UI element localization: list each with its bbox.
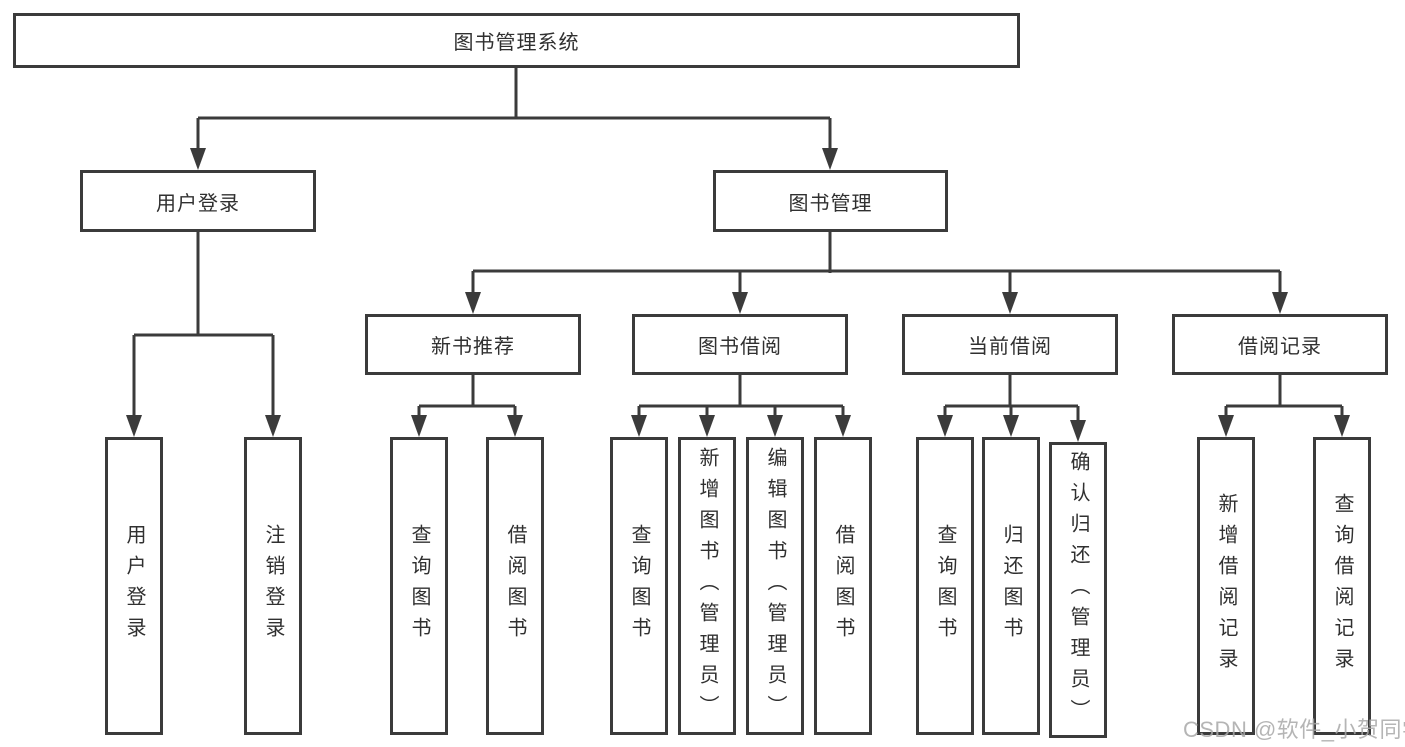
- node-book-borrow: 图书借阅: [632, 314, 848, 375]
- connector-g3-leaf1-drop: [943, 406, 947, 417]
- connector-g1-leaf2-drop: [513, 406, 517, 417]
- arrowhead-g2-leaf3: [767, 415, 783, 437]
- arrowhead-login-leaf1: [126, 415, 142, 437]
- connector-root-rail: [198, 116, 830, 120]
- connector-g4-leaf2-drop: [1340, 406, 1344, 417]
- node-user-login: 用户登录: [80, 170, 316, 232]
- node-current-borrow-label: 当前借阅: [968, 336, 1052, 358]
- leaf-current-query-book-label: 查询图书: [934, 524, 956, 648]
- connector-g2-leaf1-drop: [637, 406, 641, 417]
- leaf-recommend-query-book-label: 查询图书: [408, 524, 430, 648]
- arrowhead-g2-leaf1: [631, 415, 647, 437]
- leaf-borrow-borrow-book-label: 借阅图书: [832, 524, 854, 648]
- arrowhead-g3-leaf2: [1003, 415, 1019, 437]
- connector-g3-leaf3-drop: [1076, 406, 1080, 422]
- leaf-borrow-query-book-label: 查询图书: [628, 524, 650, 648]
- arrowhead-g4-leaf2: [1334, 415, 1350, 437]
- node-book-manage-label: 图书管理: [788, 192, 873, 215]
- leaf-current-confirm-return-admin-label: 确认归还（管理员）: [1067, 450, 1089, 730]
- connector-group2-stub: [738, 375, 742, 407]
- leaf-current-confirm-return-admin: 确认归还（管理员）: [1049, 442, 1107, 738]
- arrowhead-group2: [732, 292, 748, 314]
- leaf-logout-label: 注销登录: [262, 524, 284, 648]
- node-current-borrow: 当前借阅: [902, 314, 1118, 375]
- arrowhead-login-leaf2: [265, 415, 281, 437]
- leaf-borrow-borrow-book: 借阅图书: [814, 437, 872, 735]
- arrowhead-g2-leaf2: [699, 415, 715, 437]
- leaf-current-query-book: 查询图书: [916, 437, 974, 735]
- leaf-recommend-query-book: 查询图书: [390, 437, 448, 735]
- node-book-borrow-label: 图书借阅: [698, 336, 782, 358]
- leaf-borrow-query-book: 查询图书: [610, 437, 668, 735]
- connector-group1-stub: [471, 375, 475, 407]
- leaf-records-query-record: 查询借阅记录: [1313, 437, 1371, 735]
- arrowhead-group1: [465, 292, 481, 314]
- connector-group3-stub: [1008, 375, 1012, 407]
- arrowhead-login: [190, 148, 206, 170]
- connector-g2-leaf4-drop: [841, 406, 845, 417]
- node-borrow-records: 借阅记录: [1172, 314, 1388, 375]
- node-book-manage: 图书管理: [713, 170, 948, 232]
- arrowhead-group3: [1002, 292, 1018, 314]
- leaf-borrow-edit-book-admin: 编辑图书（管理员）: [746, 437, 804, 735]
- connector-root-stub: [514, 68, 518, 119]
- arrowhead-g2-leaf4: [835, 415, 851, 437]
- node-new-book-recommend: 新书推荐: [365, 314, 581, 375]
- connector-g4-leaf1-drop: [1224, 406, 1228, 417]
- arrowhead-manage: [822, 148, 838, 170]
- connector-g2-leaf2-drop: [705, 406, 709, 417]
- connector-group4-stub: [1278, 375, 1282, 407]
- connector-manage-rail: [473, 269, 1280, 273]
- node-new-book-recommend-label: 新书推荐: [431, 336, 515, 358]
- leaf-borrow-add-book-admin-label: 新增图书（管理员）: [696, 446, 718, 726]
- connector-login-leaf1-drop: [132, 335, 136, 417]
- connector-manage-stub: [828, 232, 832, 273]
- arrowhead-g3-leaf1: [937, 415, 953, 437]
- arrowhead-group4: [1272, 292, 1288, 314]
- leaf-records-add-record: 新增借阅记录: [1197, 437, 1255, 735]
- csdn-watermark: CSDN @软件_小贺同学: [1183, 717, 1405, 742]
- connector-login-stub: [196, 232, 200, 335]
- leaf-recommend-borrow-book-label: 借阅图书: [504, 524, 526, 648]
- arrowhead-g3-leaf3: [1070, 420, 1086, 442]
- connector-group2-drop: [738, 271, 742, 294]
- connector-group2-rail: [639, 404, 843, 408]
- leaf-borrow-add-book-admin: 新增图书（管理员）: [678, 437, 736, 735]
- connector-group1-rail: [419, 404, 515, 408]
- connector-group4-rail: [1226, 404, 1342, 408]
- node-root-label: 图书管理系统: [453, 32, 580, 54]
- leaf-logout: 注销登录: [244, 437, 302, 735]
- arrowhead-g1-leaf1: [411, 415, 427, 437]
- leaf-records-add-record-label: 新增借阅记录: [1215, 493, 1237, 679]
- node-borrow-records-label: 借阅记录: [1238, 336, 1322, 358]
- connector-login-rail: [134, 333, 273, 337]
- leaf-records-query-record-label: 查询借阅记录: [1331, 493, 1353, 679]
- node-root: 图书管理系统: [13, 13, 1020, 68]
- leaf-current-return-book-label: 归还图书: [1000, 524, 1022, 648]
- connector-g1-leaf1-drop: [417, 406, 421, 417]
- connector-g3-leaf2-drop: [1009, 406, 1013, 417]
- node-user-login-label: 用户登录: [156, 192, 240, 215]
- connector-group3-drop: [1008, 271, 1012, 294]
- connector-g2-leaf3-drop: [773, 406, 777, 417]
- connector-group1-drop: [471, 271, 475, 294]
- leaf-user-login: 用户登录: [105, 437, 163, 735]
- connector-manage-drop: [828, 118, 832, 152]
- connector-login-drop: [196, 118, 200, 152]
- connector-login-leaf2-drop: [271, 335, 275, 417]
- arrowhead-g4-leaf1: [1218, 415, 1234, 437]
- leaf-user-login-label: 用户登录: [123, 524, 145, 648]
- leaf-current-return-book: 归还图书: [982, 437, 1040, 735]
- leaf-borrow-edit-book-admin-label: 编辑图书（管理员）: [764, 446, 786, 726]
- connector-group4-drop: [1278, 271, 1282, 294]
- arrowhead-g1-leaf2: [507, 415, 523, 437]
- leaf-recommend-borrow-book: 借阅图书: [486, 437, 544, 735]
